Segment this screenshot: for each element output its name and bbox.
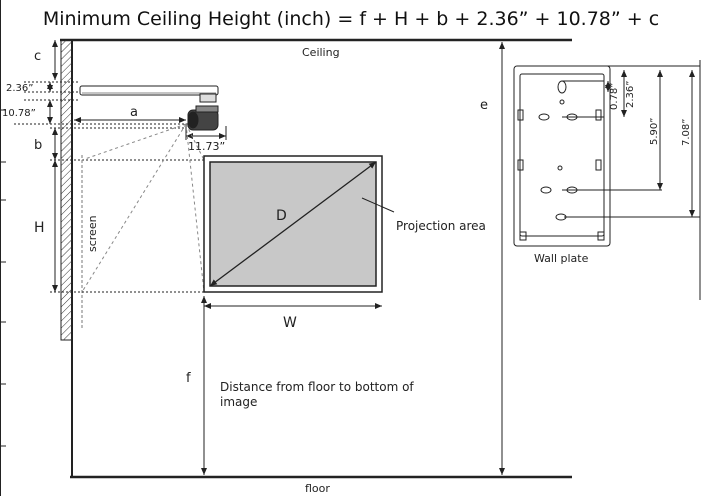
label-e: e xyxy=(480,98,488,113)
label-wp-2-36: 2.36” xyxy=(625,81,636,108)
dim-b xyxy=(50,127,210,161)
label-f: f xyxy=(186,371,191,386)
projector-mount xyxy=(79,85,219,131)
screen-label: screen xyxy=(86,215,99,252)
dim-H xyxy=(50,160,204,293)
left-border xyxy=(0,0,6,496)
label-D: D xyxy=(276,208,287,224)
label-b: b xyxy=(34,138,42,153)
label-11-73: 11.73” xyxy=(188,140,225,153)
label-2-36: 2.36” xyxy=(6,83,33,94)
label-H: H xyxy=(34,220,45,236)
label-a: a xyxy=(130,105,138,120)
label-wp-0-78: 0.78” xyxy=(609,83,620,110)
formula-title: Minimum Ceiling Height (inch) = f + H + … xyxy=(42,8,660,30)
label-wp-5-90: 5.90” xyxy=(649,118,660,145)
floor-label: floor xyxy=(305,482,330,495)
label-wall-plate: Wall plate xyxy=(534,252,589,265)
diagonal-D xyxy=(209,161,377,287)
label-wp-7-08: 7.08” xyxy=(681,119,692,146)
label-projection-area: Projection area xyxy=(396,219,486,233)
hatched-wall xyxy=(60,39,73,341)
projection-beams xyxy=(81,123,205,293)
label-c: c xyxy=(34,49,41,64)
label-W: W xyxy=(283,315,297,331)
pointer-projection xyxy=(361,197,395,213)
ceiling-label: Ceiling xyxy=(302,46,340,59)
label-distance-line1: Distance from floor to bottom of xyxy=(220,380,414,394)
dim-small xyxy=(14,81,190,125)
wall-plate xyxy=(513,65,700,247)
dim-11-73 xyxy=(185,126,227,140)
label-10-78: 10.78” xyxy=(2,108,36,119)
label-distance-line2: image xyxy=(220,395,257,409)
